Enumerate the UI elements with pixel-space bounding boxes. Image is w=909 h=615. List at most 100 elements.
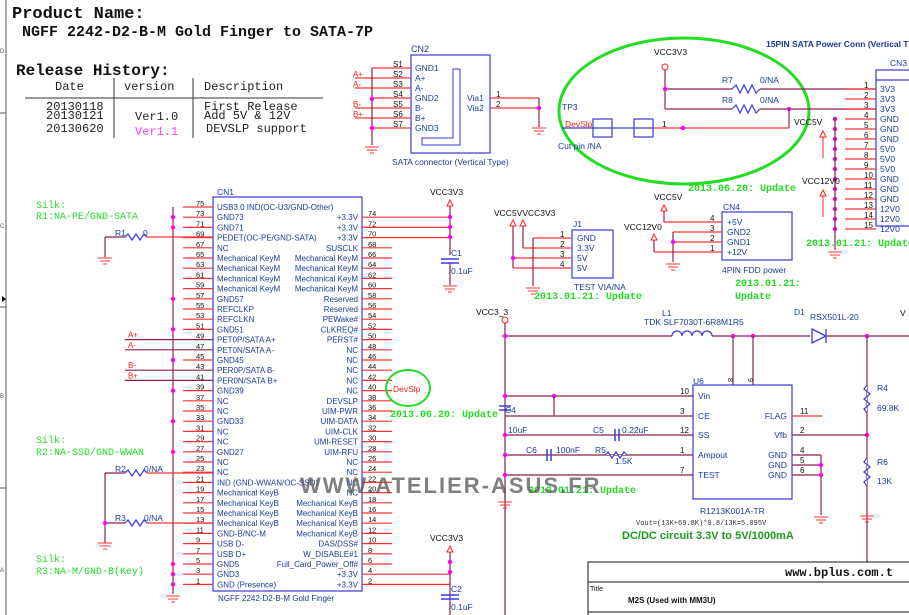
c1-vcc: VCC3V3 xyxy=(430,187,463,197)
cn1-net-label: B- xyxy=(128,361,136,370)
r4-value: 69.8K xyxy=(877,403,900,413)
cn1-pin-name: GND-B/NC-M xyxy=(217,529,266,538)
cn1-pin-name: PET0P/SATA A+ xyxy=(217,336,276,345)
junction xyxy=(369,125,375,131)
j1-pin-name: GND xyxy=(577,233,596,243)
cn1-pin-num: 5 xyxy=(196,556,200,565)
ground-icon xyxy=(828,251,842,259)
cn1-pin-name: NC xyxy=(217,427,229,436)
d1-ref: D1 xyxy=(794,307,805,317)
cn1-net-label: B+ xyxy=(128,371,138,380)
cn3-ref: CN3 xyxy=(890,58,907,68)
l1-value: TDK SLF7030T-6R8M1R5 xyxy=(644,317,744,327)
row1-date: 20130118 xyxy=(46,100,104,114)
silk-notes: Silk: R1:NA-PE/GND-SATA Silk: R2:NA-SSD/… xyxy=(36,200,144,578)
power-port-icon xyxy=(501,316,509,324)
cn3-pin-num: 13 xyxy=(864,201,873,210)
j1-update-note: 2013.01.21: Update xyxy=(534,291,642,303)
u6-pin-num: 3 xyxy=(680,407,685,416)
cn3-pin-name: 5V0 xyxy=(880,144,895,154)
cn2-net-label: A+ xyxy=(353,70,363,79)
cn1-pin-name: Full_Card_Power_Off# xyxy=(277,560,359,569)
cn4-pin-num: 1 xyxy=(710,244,715,253)
cn3-title: 15PIN SATA Power Conn (Vertical T xyxy=(766,39,909,49)
r7-value: 0/NA xyxy=(760,75,779,85)
r8-value: 0/NA xyxy=(760,95,779,105)
u6-pin-name: Vin xyxy=(698,391,710,401)
ground-icon xyxy=(526,287,540,295)
cn2-caption: SATA connector (Vertical Type) xyxy=(392,157,509,167)
cn4-pin-name: GND1 xyxy=(727,237,751,247)
title-block-title-label: Title xyxy=(590,586,603,593)
cn1-pin-name: NC xyxy=(346,478,358,487)
cn1-pin-name: GND27 xyxy=(217,448,244,457)
cn1-pin-num: 13 xyxy=(196,515,204,524)
cn1-pin-name: USB D- xyxy=(217,540,244,549)
r3-value: 0/NA xyxy=(144,513,163,523)
cn4-update-line1: 2013.01.21: xyxy=(735,279,801,290)
silk-note-1: R1:NA-PE/GND-SATA xyxy=(36,211,138,223)
cn1-pin-num: 12 xyxy=(368,525,376,534)
ground-icon xyxy=(443,285,457,293)
zone-b: B xyxy=(0,394,4,400)
sheet-border: D C B A xyxy=(0,0,7,615)
junction xyxy=(170,572,176,577)
cn3-pin-name: GND xyxy=(880,184,899,194)
cn3-vcc12: VCC12V0 xyxy=(802,176,840,186)
cn1-pin-num: 43 xyxy=(196,362,204,371)
cn1-pin-num: 50 xyxy=(368,332,376,341)
cn2-pin-name: Via1 xyxy=(467,93,484,103)
cn3-pin-num: 12 xyxy=(864,191,873,200)
cn1-pin-num: 37 xyxy=(196,393,204,402)
j1-pin-num: 3 xyxy=(560,250,565,259)
r6-ref: R6 xyxy=(877,457,888,467)
power-arrow-icon xyxy=(446,544,454,553)
cn1-pin-name: +3.3V xyxy=(337,223,359,232)
cn3-pin-num: 1 xyxy=(864,81,869,90)
cn1-pin-name: +3.3V xyxy=(337,570,359,579)
cn1-pin-name: USB3.0 IND(OC-U3/GND-Other) xyxy=(217,203,334,212)
cn1-pin-num: 46 xyxy=(368,352,376,361)
cn1-pin-name: NC xyxy=(346,489,358,498)
cn2-pin-num: 1 xyxy=(496,90,501,99)
cn1-pin-num: 58 xyxy=(368,291,376,300)
cn2-pin-name: GND3 xyxy=(415,123,439,133)
cn1-pin-num: 60 xyxy=(368,281,376,290)
cn2-pin-num: S6 xyxy=(393,110,403,119)
cn1-pin-name: NC xyxy=(217,397,229,406)
cn1-pin-name: NC xyxy=(217,468,229,477)
cn1-pin-name: NC xyxy=(217,244,229,253)
cn3-pin-num: 3 xyxy=(864,101,869,110)
header: Product Name: NGFF 2242-D2-B-M Gold Fing… xyxy=(12,5,373,139)
cn1-pin-num: 71 xyxy=(196,219,204,228)
cn1-pin-name: UIM-PWR xyxy=(322,407,358,416)
cn1-pin-num: 49 xyxy=(196,332,204,341)
cn4-pin-name: +5V xyxy=(727,217,743,227)
u6-pin-name: GND xyxy=(768,470,787,480)
cn1-pin-num: 39 xyxy=(196,383,204,392)
cn1-pin-num: 56 xyxy=(368,301,376,310)
dcdc-title: DC/DC circuit 3.3V to 5V/1000mA xyxy=(622,530,794,542)
j1-vcc-labels: VCC5VVCC3V3 xyxy=(494,208,556,218)
cn3-pin-num: 6 xyxy=(864,131,869,140)
cn2-pin-name: B+ xyxy=(415,113,426,123)
cn1-pin-name: Mechanical KeyB xyxy=(296,509,358,518)
u6-pin-num: 7 xyxy=(680,466,685,475)
cn2-pin-num: S5 xyxy=(393,100,403,109)
cn3-pin-num: 14 xyxy=(864,211,873,220)
cn1-pin-name: Mechanical KeyB xyxy=(296,529,358,538)
cn1-pin-name: NC xyxy=(217,407,229,416)
c4-ref: C4 xyxy=(505,405,516,415)
r8-ref: R8 xyxy=(722,95,733,105)
cn1-pin-num: 66 xyxy=(368,250,376,259)
cn1-pin-name: DEVSLP xyxy=(326,397,358,406)
u6-part: R1213K001A-TR xyxy=(700,506,765,516)
cn3-pin-num: 11 xyxy=(864,181,873,190)
row3-desc: DEVSLP support xyxy=(206,122,307,136)
release-label: Release History: xyxy=(16,62,170,80)
cn1-pin-num: 41 xyxy=(196,372,204,381)
c1-value: 0.1uF xyxy=(451,266,473,276)
r8-resistor-icon xyxy=(731,103,761,115)
